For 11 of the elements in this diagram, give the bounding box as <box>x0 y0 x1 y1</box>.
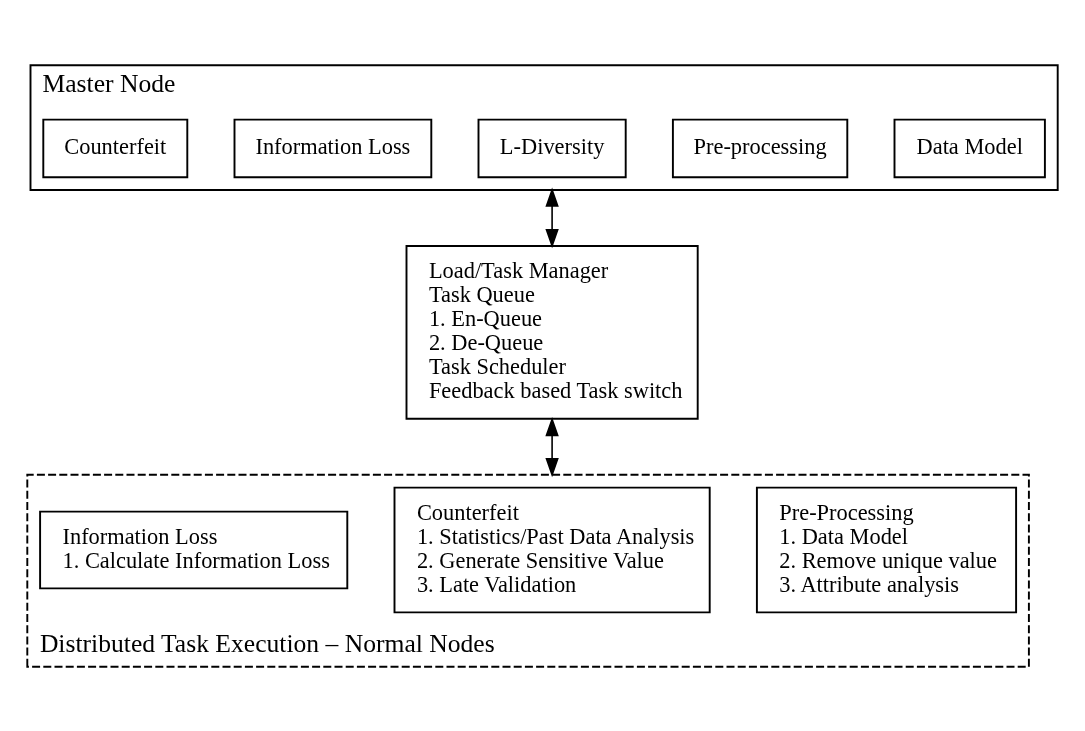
node-box: Information Loss <box>233 118 433 178</box>
node-box: Load/Task Manager Task Queue 1. En-Queue 2. De-Queue Task Scheduler Feedback based Task switch <box>405 244 699 420</box>
node-box: Pre-Processing 1. Data Model 2. Remove unique value 3. Attribute analysis <box>755 486 1018 613</box>
node-box: Information Loss 1. Calculate Information Loss <box>39 510 349 589</box>
node-box: Data Model <box>893 118 1046 178</box>
arrow <box>545 187 559 248</box>
node-box: Counterfeit 1. Statistics/Past Data Analysis 2. Generate Sensitive Value 3. Late Validation <box>393 486 711 613</box>
node-box: Counterfeit <box>42 118 189 178</box>
arrow <box>545 416 559 477</box>
node-box: Pre-processing <box>671 118 849 178</box>
node-box: L-Diversity <box>477 118 627 178</box>
